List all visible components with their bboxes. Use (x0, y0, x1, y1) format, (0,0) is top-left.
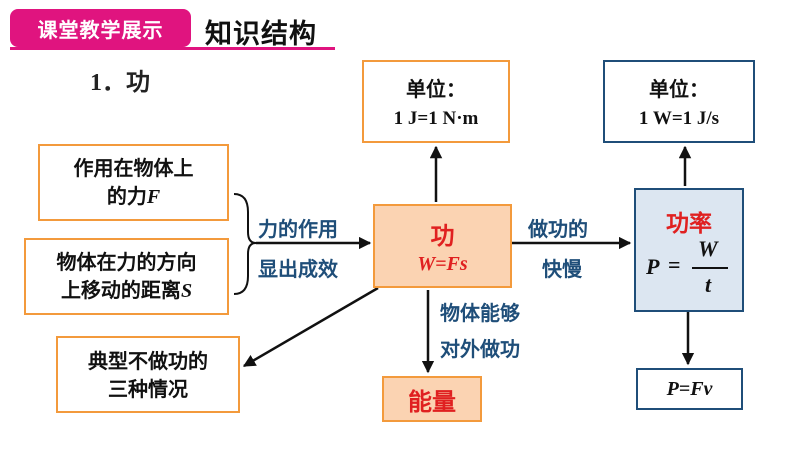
header-title: 知识结构 (205, 19, 317, 50)
brace (233, 193, 257, 295)
work-title: 功 (430, 222, 455, 250)
power-unit-label: 单位： (649, 77, 709, 101)
force-symbol: F (146, 186, 161, 208)
energy-label: 能量 (408, 387, 456, 416)
arrow-work-to-cases (242, 286, 379, 368)
power-title: 功率 (666, 211, 712, 237)
no-work-cases-box: 典型不做功的 三种情况 (56, 336, 240, 413)
power-equals: = (668, 252, 681, 277)
force-line-1: 作用在物体上 (73, 156, 194, 180)
distance-line-2-text: 上移动的距离 (60, 278, 181, 302)
power-alt-formula: P=Fv (666, 377, 713, 400)
work-formula: W=Fs (417, 253, 468, 275)
power-unit-value: 1 W=1 J/s (638, 108, 720, 129)
power-unit-box: 单位： 1 W=1 J/s (603, 60, 755, 143)
distance-line-1: 物体在力的方向 (56, 250, 197, 274)
work-unit-box: 单位： 1 J=1 N·m (362, 60, 510, 143)
fraction-bar (692, 267, 728, 269)
link-speed-1: 做功的 (528, 217, 588, 241)
force-condition-box: 作用在物体上 的力F (38, 144, 229, 221)
section-badge: 课堂教学展示 (10, 9, 191, 47)
link-energy-2: 对外做功 (440, 337, 520, 361)
link-speed-2: 快慢 (542, 257, 582, 281)
power-numerator: W (698, 236, 718, 261)
work-box: 功 W=Fs (373, 204, 512, 288)
energy-box: 能量 (382, 376, 482, 422)
power-lhs: P (646, 254, 660, 279)
header-underline (10, 47, 335, 50)
link-energy-1: 物体能够 (440, 301, 520, 325)
no-work-line-2: 三种情况 (108, 376, 188, 401)
distance-symbol: S (180, 280, 193, 302)
power-box: 功率 P = W t (634, 188, 744, 312)
work-unit-label: 单位： (406, 77, 466, 101)
section-title: 1．功 (90, 70, 150, 96)
no-work-line-1: 典型不做功的 (88, 348, 208, 373)
work-unit-value: 1 J=1 N·m (393, 108, 479, 129)
force-line-2-text: 的力 (106, 184, 147, 208)
distance-condition-box: 物体在力的方向 上移动的距离S (24, 238, 229, 315)
distance-line-2: 上移动的距离S (61, 276, 192, 305)
link-force-effect-2: 显出成效 (258, 257, 338, 281)
power-alt-formula-box: P=Fv (636, 368, 743, 410)
link-force-effect-1: 力的作用 (258, 217, 338, 241)
force-line-2: 的力F (107, 182, 160, 211)
power-formula: P = W t (642, 234, 738, 302)
power-denominator: t (705, 272, 712, 297)
